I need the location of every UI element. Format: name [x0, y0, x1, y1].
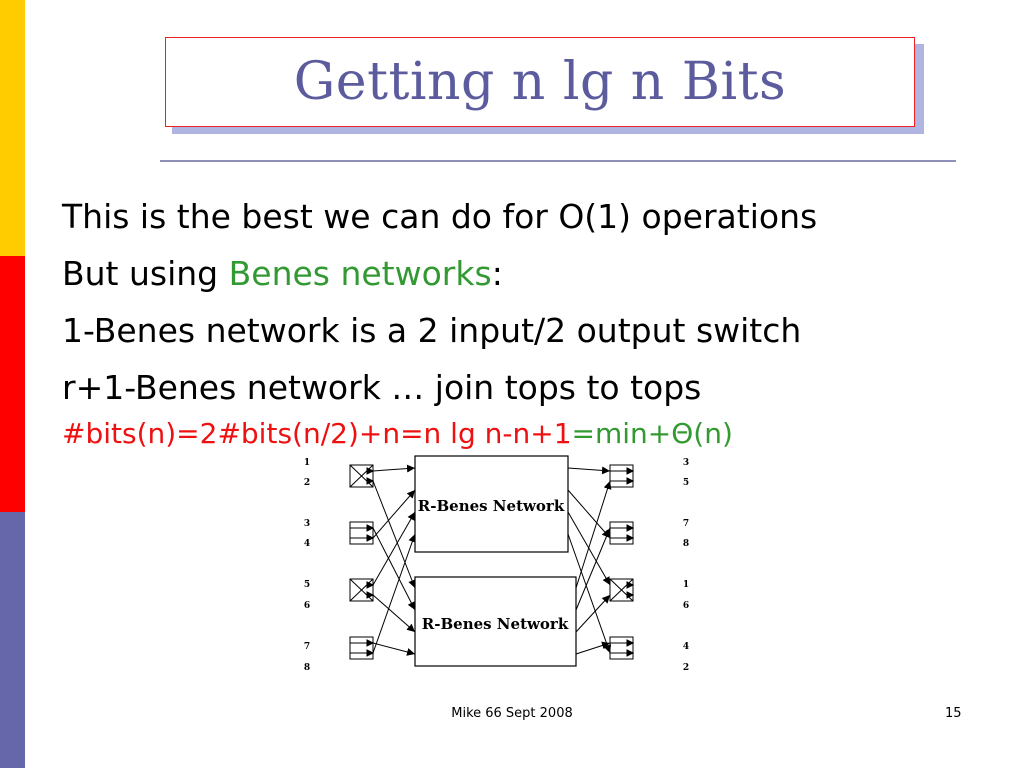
left-bar-red [0, 256, 25, 512]
output-wire-bottom [575, 480, 612, 589]
bullet-2-prefix: But using [62, 254, 229, 293]
top-box-label: R-Benes Network [418, 497, 565, 515]
input-wire-bottom [372, 642, 416, 656]
input-wire-top [372, 464, 416, 473]
left-bar-blue [0, 512, 25, 768]
left-bar-yellow [0, 0, 25, 256]
output-switch-box [609, 464, 634, 488]
input-switch-3 [349, 578, 375, 602]
title-divider [160, 160, 956, 162]
formula: #bits(n)=2#bits(n/2)+n=n lg n-n+1=min+Θ(… [62, 414, 1004, 454]
input-wire-top [372, 511, 416, 586]
output-switch-arrowhead [626, 524, 635, 532]
output-wire-bottom [575, 594, 611, 633]
output-label: 4 [683, 642, 689, 652]
bullet-1: This is the best we can do for O(1) oper… [62, 197, 818, 236]
output-switch-arrowhead [626, 639, 635, 647]
benes-networks-link: Benes networks [228, 254, 492, 293]
slide-title: Getting n lg n Bits [293, 52, 787, 112]
output-label: 2 [683, 663, 689, 673]
input-switch-arrowhead [366, 477, 375, 485]
bullet-2-suffix: : [491, 254, 503, 293]
input-switch-arrowhead [366, 591, 375, 599]
output-label: 8 [683, 539, 689, 549]
formula-red: #bits(n)=2#bits(n/2)+n=n lg n-n+1 [62, 417, 572, 450]
output-switch-3 [609, 578, 635, 602]
output-wire-bottom [575, 641, 611, 655]
output-switch-box [609, 521, 634, 545]
output-wire-top [567, 466, 611, 475]
bottom-box-label: R-Benes Network [422, 615, 569, 633]
output-switch-arrowhead [626, 467, 635, 475]
input-switch-box [349, 521, 374, 545]
bullet-list: This is the best we can do for O(1) oper… [62, 188, 1004, 454]
output-label: 7 [683, 519, 689, 529]
output-label: 5 [683, 478, 689, 488]
footer-text: Mike 66 Sept 2008 [451, 706, 573, 721]
input-switch-arrowhead [366, 649, 375, 657]
input-wire-top [372, 489, 416, 539]
input-switch-arrowhead [366, 581, 375, 589]
output-wire-top [567, 533, 612, 654]
input-switch-arrowhead [366, 524, 375, 532]
input-wire-bottom [372, 594, 416, 633]
output-switch-arrowhead [626, 534, 635, 542]
output-switch-2 [609, 521, 635, 545]
input-label: 6 [304, 601, 310, 611]
input-label: 8 [304, 663, 310, 673]
input-label: 1 [304, 458, 310, 468]
input-switch-arrowhead [366, 639, 375, 647]
input-label: 4 [304, 539, 310, 549]
input-wire-bottom [372, 480, 416, 589]
output-wire-bottom [575, 527, 611, 611]
input-switch-4 [349, 636, 375, 660]
input-label: 3 [304, 519, 310, 529]
output-switch-4 [609, 636, 635, 660]
output-switch-arrowhead [626, 591, 635, 599]
r-benes-network-bottom [414, 576, 577, 667]
formula-green: =min+Θ(n) [571, 417, 733, 450]
output-switch-arrowhead [626, 649, 635, 657]
input-switch-1 [349, 464, 375, 488]
bullet-4: r+1-Benes network … join tops to tops [62, 368, 702, 407]
input-switch-box [349, 636, 374, 660]
page-number: 15 [945, 706, 962, 721]
input-switch-arrowhead [366, 467, 375, 475]
output-switch-arrowhead [626, 581, 635, 589]
bullet-3: 1-Benes network is a 2 input/2 output sw… [62, 311, 802, 350]
output-label: 3 [683, 458, 689, 468]
output-wire-top [567, 489, 611, 539]
input-switch-2 [349, 521, 375, 545]
output-label: 1 [683, 580, 689, 590]
r-benes-network-top [414, 455, 569, 553]
title-box: Getting n lg n Bits [165, 37, 915, 127]
input-wire-bottom [372, 527, 416, 611]
input-label: 7 [304, 642, 310, 652]
output-switch-box [609, 636, 634, 660]
output-label: 6 [683, 601, 689, 611]
input-label: 2 [304, 478, 310, 488]
input-wire-top [372, 533, 417, 654]
input-switch-arrowhead [366, 534, 375, 542]
output-switch-arrowhead [626, 477, 635, 485]
input-label: 5 [304, 580, 310, 590]
output-switch-1 [609, 464, 635, 488]
bullet-2: But using Benes networks: [62, 245, 1004, 302]
